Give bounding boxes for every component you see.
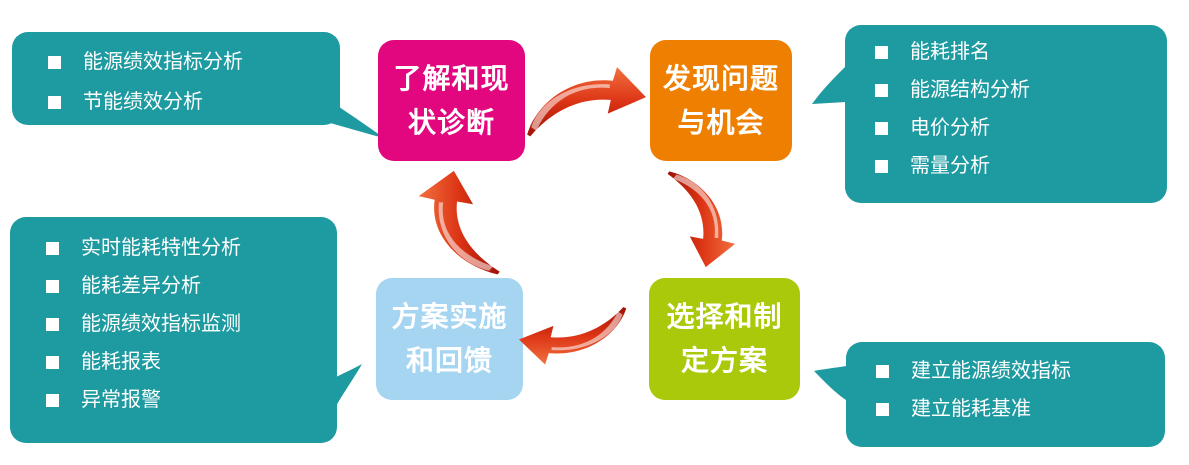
callout-discover-details: 能耗排名 能源结构分析 电价分析 需量分析 [845,25,1167,203]
callout-item: 能源结构分析 [875,71,1167,109]
callout-item-label: 电价分析 [910,117,990,139]
callout-item: 需量分析 [875,147,1167,185]
callout-item-label: 建立能耗基准 [911,398,1031,420]
step-label-line: 方案实施 [391,301,508,332]
callout-item-label: 建立能源绩效指标 [911,360,1071,382]
bullet-square-icon [876,402,889,416]
callout-item-label: 异常报警 [81,389,161,411]
step-implement-feedback-box: 方案实施 和回馈 [376,278,523,400]
bullet-square-icon [46,279,59,293]
callout-item-label: 能源绩效指标监测 [81,313,241,335]
bullet-square-icon [875,45,888,59]
callout-tail-icon [812,66,846,104]
bullet-square-icon [876,364,889,378]
bullet-square-icon [46,241,59,255]
step-label-line: 了解和现 [393,62,510,94]
callout-item: 能耗排名 [875,33,1167,71]
cycle-arrow-top-icon [527,67,646,137]
callout-item-label: 能源结构分析 [910,79,1030,101]
bullet-square-icon [46,355,59,369]
bullet-square-icon [48,95,61,109]
callout-tail-icon [814,366,846,400]
callout-list: 建立能源绩效指标 建立能耗基准 [876,352,1165,428]
callout-implement-details: 实时能耗特性分析 能耗差异分析 能源绩效指标监测 能耗报表 异常报警 [10,217,337,443]
callout-understand-details: 能源绩效指标分析 节能绩效分析 [12,32,340,125]
bullet-square-icon [875,83,888,97]
callout-item: 异常报警 [46,381,337,419]
callout-item-label: 能源绩效指标分析 [83,51,243,73]
callout-item: 能源绩效指标分析 [48,42,340,82]
step-label-line: 选择和制 [666,301,783,332]
callout-tail-icon [318,92,384,138]
step-label-line: 和回馈 [405,345,493,376]
callout-item-label: 节能绩效分析 [83,91,203,113]
callout-select-details: 建立能源绩效指标 建立能耗基准 [846,342,1165,447]
callout-item: 节能绩效分析 [48,82,340,122]
step-label-line: 发现问题 [662,62,779,94]
callout-item: 能耗差异分析 [46,267,337,305]
callout-item: 建立能源绩效指标 [876,352,1165,390]
callout-item: 电价分析 [875,109,1167,147]
bullet-square-icon [875,121,888,135]
callout-item-label: 需量分析 [910,155,990,177]
callout-item: 能源绩效指标监测 [46,305,337,343]
callout-item: 能耗报表 [46,343,337,381]
callout-item: 建立能耗基准 [876,390,1165,428]
step-label-line: 定方案 [680,345,768,376]
cycle-arrow-bottom-icon [518,307,627,365]
callout-item-label: 能耗差异分析 [81,275,201,297]
step-understand-diagnosis-box: 了解和现 状诊断 [378,40,525,161]
cycle-arrow-left-icon [418,170,500,275]
callout-item-label: 能耗报表 [81,351,161,373]
cycle-arrow-right-icon [667,171,736,268]
bullet-square-icon [46,393,59,407]
callout-list: 能耗排名 能源结构分析 电价分析 需量分析 [875,33,1167,185]
callout-list: 能源绩效指标分析 节能绩效分析 [48,42,340,122]
step-discover-problems-box: 发现问题 与机会 [650,40,792,161]
callout-item: 实时能耗特性分析 [46,229,337,267]
bullet-square-icon [875,159,888,173]
step-label-line: 状诊断 [407,106,495,138]
callout-tail-icon [334,364,362,406]
step-select-plan-box: 选择和制 定方案 [649,278,800,400]
bullet-square-icon [46,317,59,331]
callout-list: 实时能耗特性分析 能耗差异分析 能源绩效指标监测 能耗报表 异常报警 [46,229,337,419]
bullet-square-icon [48,55,61,69]
step-label-line: 与机会 [677,106,765,138]
callout-item-label: 实时能耗特性分析 [81,237,241,259]
callout-item-label: 能耗排名 [910,41,990,63]
